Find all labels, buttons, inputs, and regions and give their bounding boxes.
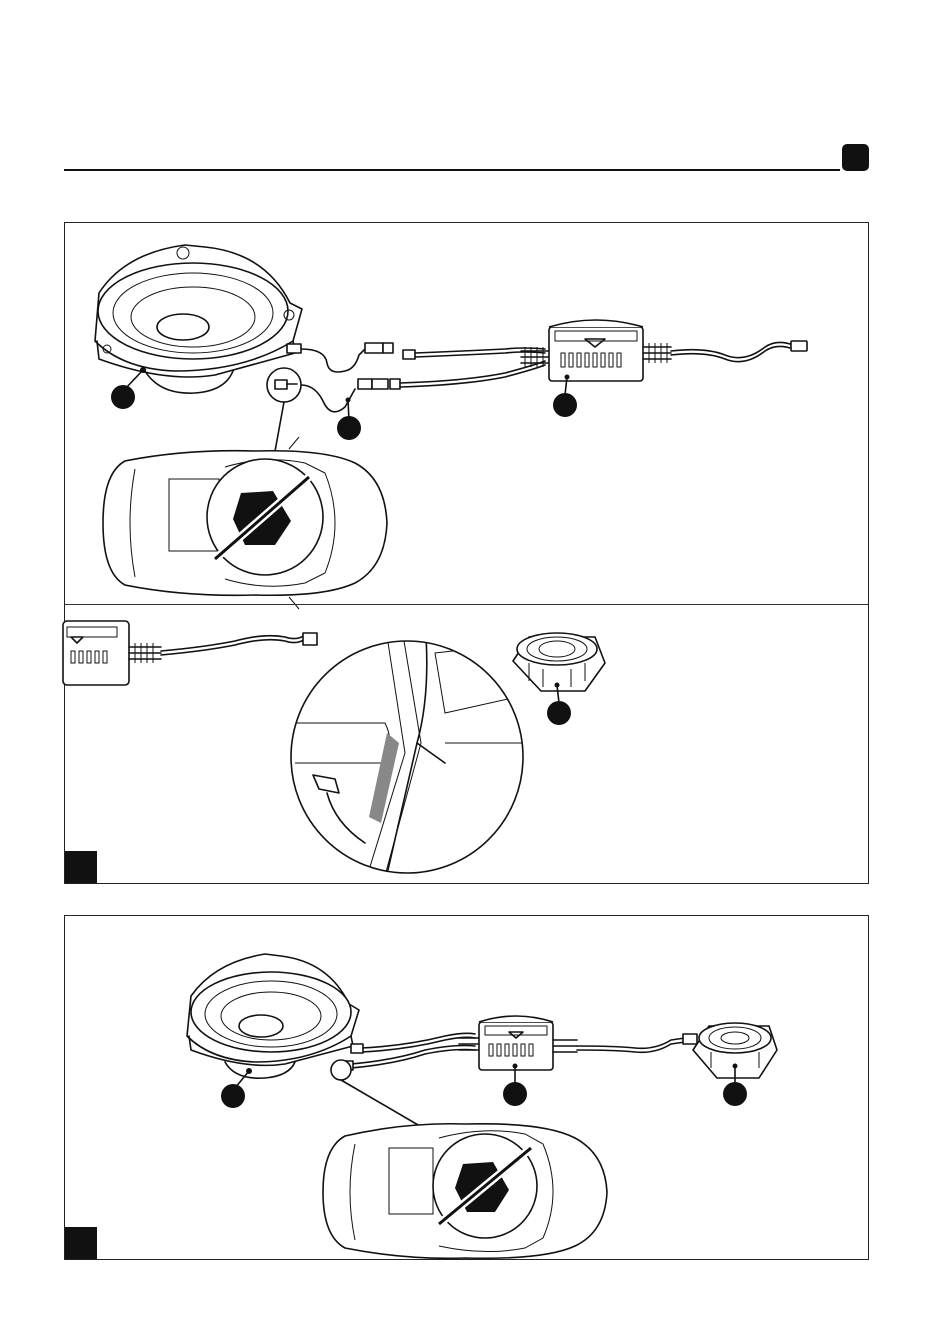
door-interior-magnifier xyxy=(285,623,535,883)
crossover-box-lower xyxy=(63,621,317,685)
wire-harness-bottom xyxy=(331,1033,475,1136)
wiring-illustration-bottom xyxy=(65,916,870,1261)
installation-figure-top xyxy=(64,222,869,884)
callout-badge-1 xyxy=(111,385,135,409)
wiring-illustration-top xyxy=(65,223,870,885)
page-section-tab xyxy=(842,144,869,171)
crossover-box xyxy=(521,320,807,395)
woofer-speaker xyxy=(95,245,302,393)
callout-badge-3 xyxy=(553,393,577,417)
tweeter-speaker-bottom xyxy=(693,1023,777,1084)
car-top-view-bottom xyxy=(323,1124,607,1259)
page-header-rule xyxy=(64,169,840,171)
step-badge-top xyxy=(65,851,97,883)
car-top-view xyxy=(103,437,387,609)
step-badge-bottom xyxy=(65,1227,97,1259)
figure-divider xyxy=(65,604,868,605)
crossover-box-bottom xyxy=(459,1016,697,1084)
callout-badge-7 xyxy=(723,1082,747,1106)
callout-badge-4 xyxy=(547,701,571,725)
callout-badge-2 xyxy=(337,416,361,440)
wire-harness xyxy=(287,343,545,421)
callout-badge-5 xyxy=(221,1084,245,1108)
callout-badge-6 xyxy=(503,1082,527,1106)
tweeter-speaker xyxy=(513,633,605,703)
installation-figure-bottom xyxy=(64,915,869,1260)
